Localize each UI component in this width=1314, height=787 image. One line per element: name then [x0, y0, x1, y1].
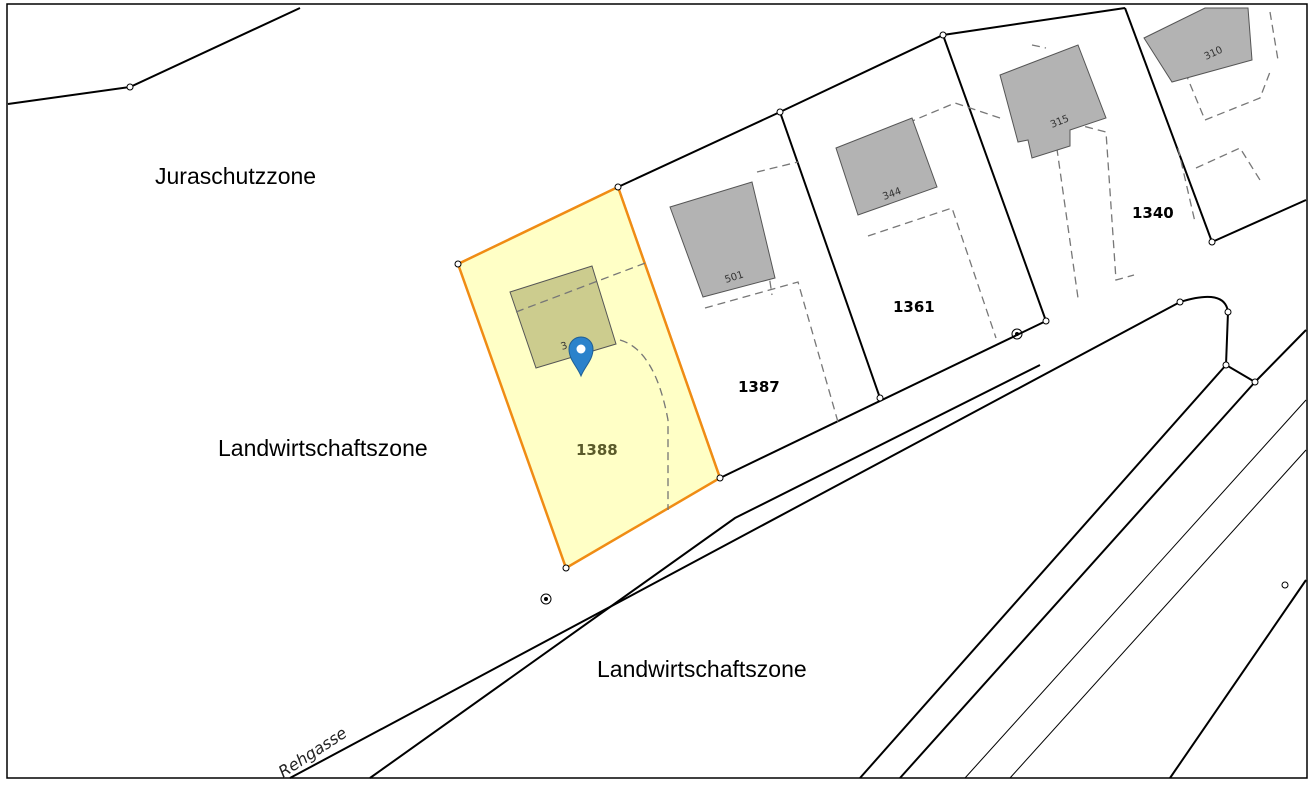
- parcel-label-1361: 1361: [893, 298, 935, 316]
- building-label-selected: 3: [560, 340, 569, 352]
- parcel-label-1387: 1387: [738, 378, 780, 396]
- parcel-label-1340: 1340: [1132, 204, 1174, 222]
- parcel-label-1388: 1388: [576, 441, 618, 459]
- zone-label-landwirtschaftszone-south: Landwirtschaftszone: [597, 656, 807, 682]
- vertices: [126, 31, 1289, 589]
- road-rehgasse: [289, 295, 1307, 779]
- highway-lines: [859, 364, 1307, 779]
- building-344: [835, 117, 938, 216]
- survey-points: [540, 328, 1023, 605]
- building-310: [1143, 7, 1253, 83]
- building-501: [669, 181, 776, 298]
- map-frame-border: [6, 3, 1308, 779]
- building-315: [999, 44, 1107, 159]
- map-pin-icon[interactable]: [568, 336, 594, 378]
- zone-label-juraschutzzone: Juraschutzzone: [155, 163, 316, 189]
- buildings: [669, 7, 1253, 298]
- zone-label-landwirtschaftszone-west: Landwirtschaftszone: [218, 435, 428, 461]
